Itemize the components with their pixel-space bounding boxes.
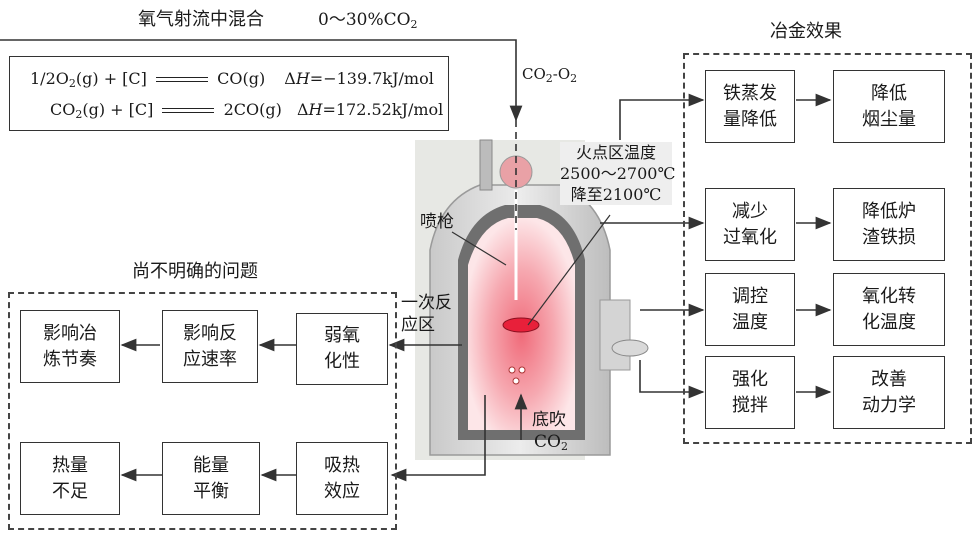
equation-2: CO2(g) + [C] 2CO(g) ΔH=172.52kJ/mol <box>50 100 444 121</box>
equals-bar <box>156 77 208 82</box>
hot-zone-reduced: 降至2100℃ <box>570 185 662 204</box>
hot-zone-title: 火点区温度 <box>575 143 656 162</box>
box-oxidation-transition-temperature: 氧化转化温度 <box>833 273 945 346</box>
box-endothermic-effect: 吸热效应 <box>296 442 388 515</box>
box-reduce-dust: 降低烟尘量 <box>833 70 945 143</box>
bottom-blow-gas-label: CO2 <box>534 432 568 453</box>
gas-feed-line <box>0 39 523 122</box>
box-heat-shortage: 热量不足 <box>20 442 120 515</box>
box-reduce-overoxidation: 减少过氧化 <box>705 188 795 261</box>
arrow-to-row1 <box>619 93 705 140</box>
hot-zone-range: 2500～2700℃ <box>560 164 676 183</box>
arrow-to-endothermic <box>390 395 486 482</box>
side-frame <box>599 299 631 371</box>
top-range-label: 0～30%CO2 <box>318 10 418 31</box>
box-weak-oxidation: 弱氧化性 <box>296 313 388 385</box>
box-improve-kinetics: 改善动力学 <box>833 356 945 429</box>
bottom-blow-label: 底吹 <box>532 410 566 430</box>
box-smelting-rhythm: 影响冶炼节奏 <box>20 310 120 383</box>
co2-o2-label: CO2-O2 <box>522 65 578 85</box>
open-questions-region <box>8 292 397 530</box>
hot-zone-pointer <box>527 214 611 326</box>
support-post <box>479 139 493 191</box>
box-control-temperature: 调控温度 <box>705 273 795 346</box>
equals-bar <box>162 108 215 113</box>
lance-pointer <box>451 231 507 266</box>
arrow-to-row4 <box>639 360 705 399</box>
ladle <box>611 339 649 357</box>
tuyere-3 <box>512 377 520 385</box>
metallurgical-effects-region <box>683 53 972 444</box>
primary-reaction-zone-label: 一次反应区 <box>401 293 452 335</box>
reaction-equations-box: 1/2O2(g) + [C] CO(g) ΔH=−139.7kJ/mol CO2… <box>9 56 449 131</box>
top-mixing-label: 氧气射流中混合 <box>138 9 264 30</box>
box-reduce-slag-iron-loss: 降低炉渣铁损 <box>833 188 945 261</box>
converter-vessel-illustration <box>415 139 649 460</box>
right-section-title: 冶金效果 <box>770 21 842 42</box>
tuyere-1 <box>508 366 516 374</box>
hot-zone-temperature-tag: 火点区温度 2500～2700℃ 降至2100℃ <box>560 142 676 205</box>
equation-1: 1/2O2(g) + [C] CO(g) ΔH=−139.7kJ/mol <box>30 69 434 90</box>
box-strengthen-stirring: 强化搅拌 <box>705 356 795 429</box>
box-iron-evaporation: 铁蒸发量降低 <box>705 70 795 143</box>
lance-label: 喷枪 <box>420 212 454 232</box>
box-energy-balance: 能量平衡 <box>162 442 260 515</box>
hot-spot <box>502 317 540 333</box>
left-section-title: 尚不明确的问题 <box>132 261 258 282</box>
box-reaction-rate: 影响反应速率 <box>162 310 258 383</box>
tuyere-2 <box>518 366 526 374</box>
